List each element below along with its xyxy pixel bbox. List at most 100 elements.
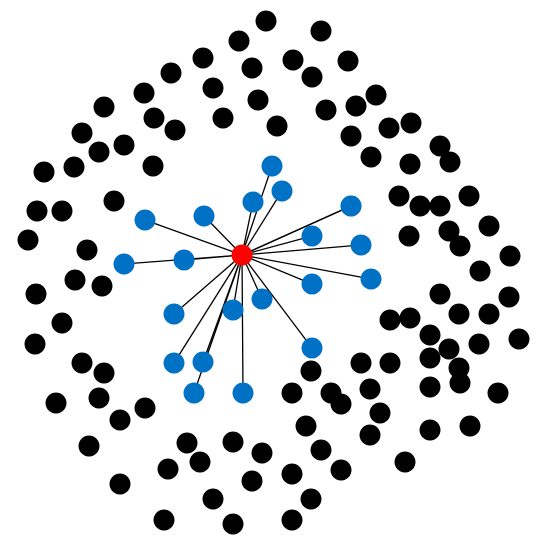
- other-node: [429, 195, 451, 217]
- other-node: [469, 260, 491, 282]
- other-node: [448, 303, 470, 325]
- other-node: [143, 107, 165, 129]
- edge: [241, 244, 362, 256]
- edge: [241, 205, 352, 256]
- other-node: [379, 309, 401, 331]
- other-node: [76, 239, 98, 261]
- other-node: [439, 151, 461, 173]
- edge: [241, 254, 372, 280]
- other-node: [93, 362, 115, 384]
- other-node: [419, 347, 441, 369]
- other-node: [345, 95, 367, 117]
- center-node-layer: [231, 244, 253, 266]
- other-node: [228, 30, 250, 52]
- other-node: [153, 509, 175, 531]
- neighbor-node: [242, 191, 264, 213]
- other-node: [388, 185, 410, 207]
- other-node: [438, 338, 460, 360]
- other-node: [78, 435, 100, 457]
- other-node: [429, 283, 451, 305]
- edge: [173, 254, 243, 364]
- neighbor-node: [350, 234, 372, 256]
- other-node: [310, 439, 332, 461]
- neighbor-node: [301, 337, 323, 359]
- edge: [241, 254, 313, 285]
- other-node: [222, 431, 244, 453]
- other-node: [419, 324, 441, 346]
- other-node: [192, 47, 214, 69]
- other-node: [133, 82, 155, 104]
- other-node: [266, 115, 288, 137]
- other-node: [282, 49, 304, 71]
- other-node: [369, 402, 391, 424]
- other-node: [17, 229, 39, 251]
- other-node: [113, 134, 135, 156]
- neighbor-node: [134, 209, 156, 231]
- other-node: [365, 84, 387, 106]
- other-node: [449, 372, 471, 394]
- other-node: [71, 122, 93, 144]
- neighbor-node: [301, 273, 323, 295]
- other-node: [71, 352, 93, 374]
- neighbor-node: [301, 225, 323, 247]
- other-node: [378, 117, 400, 139]
- other-node: [64, 269, 86, 291]
- other-node: [398, 225, 420, 247]
- other-node: [379, 352, 401, 374]
- neighbor-node: [360, 268, 382, 290]
- other-node: [400, 112, 422, 134]
- other-node: [109, 473, 131, 495]
- other-node: [281, 382, 303, 404]
- other-node: [202, 488, 224, 510]
- other-node: [189, 451, 211, 473]
- neighbor-node: [232, 382, 254, 404]
- other-node: [330, 393, 352, 415]
- other-node: [315, 99, 337, 121]
- other-node: [24, 333, 46, 355]
- neighbor-node: [340, 195, 362, 217]
- other-node: [109, 409, 131, 431]
- center-node: [231, 244, 253, 266]
- other-node: [26, 200, 48, 222]
- other-node: [103, 190, 125, 212]
- other-node: [300, 488, 322, 510]
- neighbor-node: [173, 249, 195, 271]
- neighbor-node: [113, 253, 135, 275]
- other-node: [409, 195, 431, 217]
- neighbor-node: [271, 180, 293, 202]
- other-node: [468, 333, 490, 355]
- other-node: [251, 442, 273, 464]
- other-node: [478, 303, 500, 325]
- other-node: [399, 307, 421, 329]
- other-node: [449, 235, 471, 257]
- other-node: [301, 66, 323, 88]
- other-nodes-layer: [17, 10, 530, 535]
- other-node: [63, 156, 85, 178]
- other-node: [247, 89, 269, 111]
- other-node: [508, 328, 530, 350]
- other-node: [498, 286, 520, 308]
- other-node: [487, 382, 509, 404]
- other-node: [394, 451, 416, 473]
- other-node: [337, 50, 359, 72]
- other-node: [499, 245, 521, 267]
- other-node: [350, 352, 372, 374]
- other-node: [164, 119, 186, 141]
- other-node: [241, 57, 263, 79]
- other-node: [160, 62, 182, 84]
- other-node: [300, 360, 322, 382]
- other-node: [399, 153, 421, 175]
- edge: [241, 190, 283, 256]
- other-node: [33, 161, 55, 183]
- other-node: [51, 200, 73, 222]
- other-node: [176, 432, 198, 454]
- other-node: [212, 107, 234, 129]
- other-node: [330, 459, 352, 481]
- other-node: [202, 77, 224, 99]
- other-node: [459, 415, 481, 437]
- other-node: [93, 96, 115, 118]
- other-node: [281, 463, 303, 485]
- other-node: [91, 275, 113, 297]
- other-node: [51, 312, 73, 334]
